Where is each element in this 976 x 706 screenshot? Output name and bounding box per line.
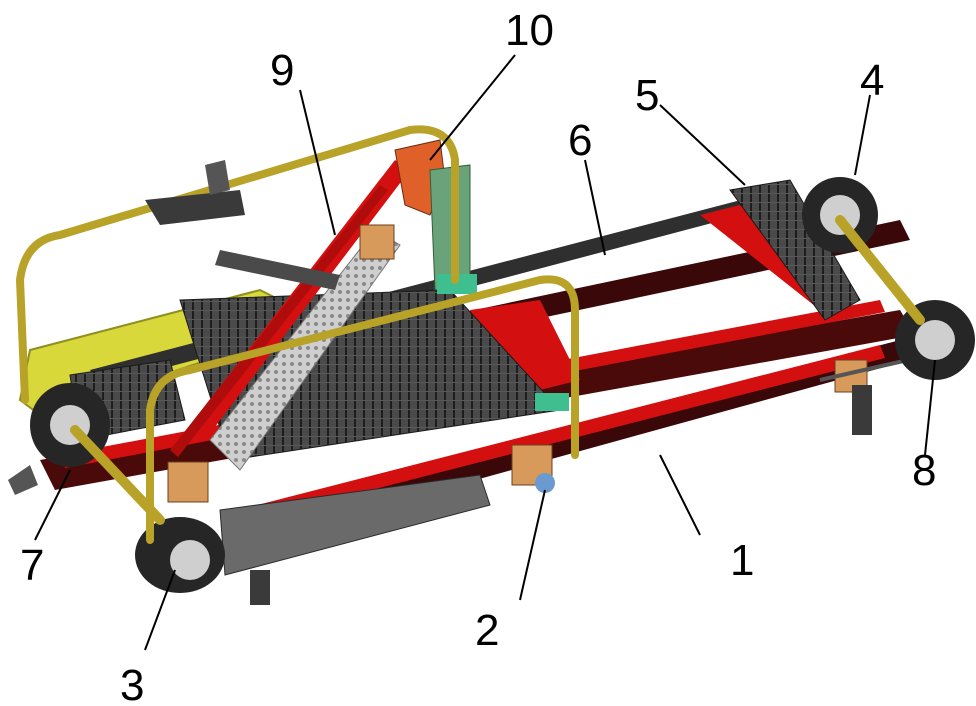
hinge-bottom (535, 393, 569, 411)
label-9: 9 (270, 46, 294, 95)
guard-rail-back (16, 125, 459, 404)
green-bracket (429, 164, 471, 291)
spike-belt-right (729, 179, 861, 321)
hinge-top (437, 274, 477, 294)
shaft-left (70, 425, 165, 525)
label-7: 7 (20, 541, 44, 590)
guard-rail-front (146, 275, 579, 544)
label-8: 8 (912, 446, 936, 495)
hitch-arm (215, 250, 340, 290)
support-bracket-right (852, 385, 872, 435)
label-1: 1 (730, 536, 754, 585)
label-5: 5 (635, 71, 659, 120)
pulley-front (135, 517, 225, 593)
shaft-right (835, 215, 925, 325)
label-3: 3 (120, 661, 144, 706)
label-6: 6 (568, 116, 592, 165)
leader-lines (34, 54, 936, 651)
label-10: 10 (505, 6, 554, 55)
clamp-left (8, 465, 38, 495)
label-2: 2 (475, 606, 499, 655)
bearing-bottom-left (167, 461, 209, 503)
hitch-plate (205, 160, 230, 195)
hitch-bracket (145, 190, 245, 225)
brush-roller (170, 160, 410, 471)
label-4: 4 (860, 56, 884, 105)
bearing-top (359, 224, 395, 260)
shaft-bearing-blue (535, 473, 555, 493)
support-bracket-front (250, 570, 270, 605)
